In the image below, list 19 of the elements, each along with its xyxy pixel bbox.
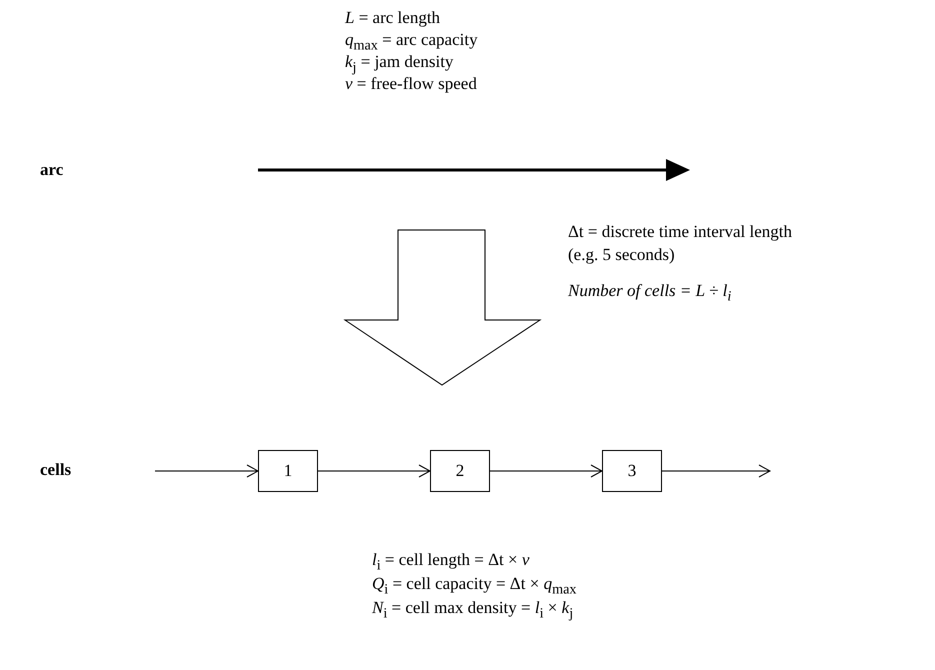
variable-definition: Δt = discrete time interval length bbox=[568, 222, 792, 242]
arrow bbox=[318, 464, 430, 478]
cell-box: 2 bbox=[430, 450, 490, 492]
formula: Q$_{i}$ = cell capacity = Δt × q$_{max}$ bbox=[372, 574, 576, 600]
variable-definition: L = arc length bbox=[345, 8, 440, 28]
cell-box: 3 bbox=[602, 450, 662, 492]
formula: l$_{i}$ = cell length = Δt × v bbox=[372, 550, 530, 576]
variable-definition: k$_{j}$ = jam density bbox=[345, 52, 454, 77]
row-label: arc bbox=[40, 160, 64, 180]
cell-box: 1 bbox=[258, 450, 318, 492]
formula: N$_{i}$ = cell max density = l$_{i}$ × k$_{j}$ bbox=[372, 598, 574, 624]
row-label: cells bbox=[40, 460, 72, 480]
formula: Number of cells = L ÷ l$_{i}$ bbox=[568, 281, 732, 306]
arrow bbox=[154, 464, 258, 478]
arrow bbox=[490, 464, 602, 478]
variable-definition: q$_{max}$ = arc capacity bbox=[345, 30, 478, 55]
variable-definition: v = free-flow speed bbox=[345, 74, 477, 94]
arrow bbox=[662, 464, 770, 478]
note: (e.g. 5 seconds) bbox=[568, 245, 675, 265]
